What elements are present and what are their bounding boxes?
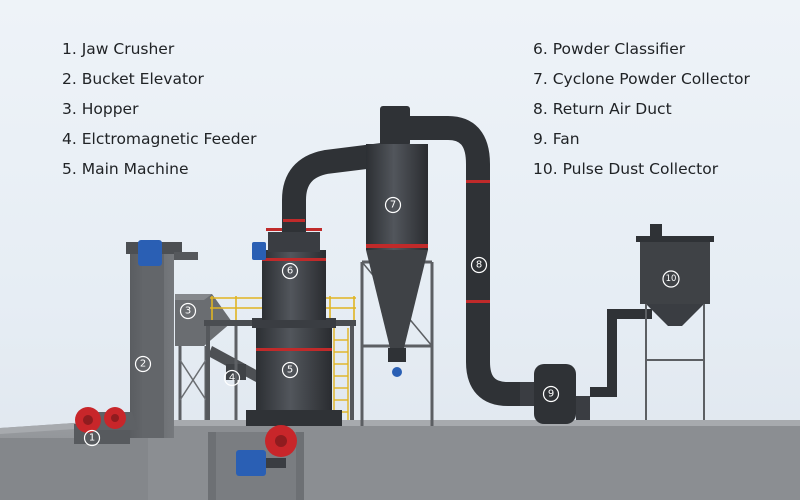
callout-8: 8 (470, 256, 488, 274)
legend-item: 7. Cyclone Powder Collector (533, 70, 750, 88)
legend-item: 2. Bucket Elevator (62, 70, 204, 88)
return-air-duct (410, 116, 530, 406)
callout-1: 1 (83, 429, 101, 447)
main-machine (246, 318, 342, 426)
callout-4-label: 4 (229, 373, 235, 384)
callout-7-label: 7 (390, 200, 396, 211)
legend-item: 9. Fan (533, 130, 580, 148)
callout-10-label: 10 (666, 274, 677, 284)
callout-6: 6 (281, 262, 299, 280)
fan-outlet-duct (590, 309, 652, 397)
callout-4: 4 (223, 369, 241, 387)
main-motor (236, 425, 297, 476)
jaw-crusher (74, 407, 138, 444)
cyclone-powder-collector (366, 106, 428, 377)
legend-item: 10. Pulse Dust Collector (533, 160, 719, 178)
callout-9-label: 9 (548, 389, 554, 400)
legend-item: 3. Hopper (62, 100, 139, 118)
callout-10: 10 (662, 270, 680, 288)
legend-left-column: 1. Jaw Crusher 2. Bucket Elevator 3. Hop… (62, 36, 256, 186)
powder-classifier (252, 228, 326, 320)
callout-5: 5 (281, 361, 299, 379)
bucket-elevator (126, 240, 198, 438)
callout-6-label: 6 (287, 266, 293, 277)
callout-2: 2 (134, 355, 152, 373)
fan (520, 364, 590, 424)
legend-right-column: 6. Powder Classifier 7. Cyclone Powder C… (533, 36, 750, 186)
legend-item: 4. Elctromagnetic Feeder (62, 130, 257, 148)
callout-1-label: 1 (89, 433, 95, 444)
pulse-dust-collector (636, 224, 714, 420)
callout-7: 7 (384, 196, 402, 214)
callout-5-label: 5 (287, 365, 293, 376)
callout-3-label: 3 (185, 306, 191, 317)
legend-item: 1. Jaw Crusher (62, 40, 175, 58)
callout-3: 3 (179, 302, 197, 320)
legend-item: 8. Return Air Duct (533, 100, 672, 118)
callout-8-label: 8 (476, 260, 482, 271)
legend-item: 5. Main Machine (62, 160, 189, 178)
legend-item: 6. Powder Classifier (533, 40, 686, 58)
callout-2-label: 2 (140, 359, 146, 370)
platform-ladder (333, 328, 349, 420)
callout-9: 9 (542, 385, 560, 403)
classifier-outlet-duct (282, 142, 392, 232)
